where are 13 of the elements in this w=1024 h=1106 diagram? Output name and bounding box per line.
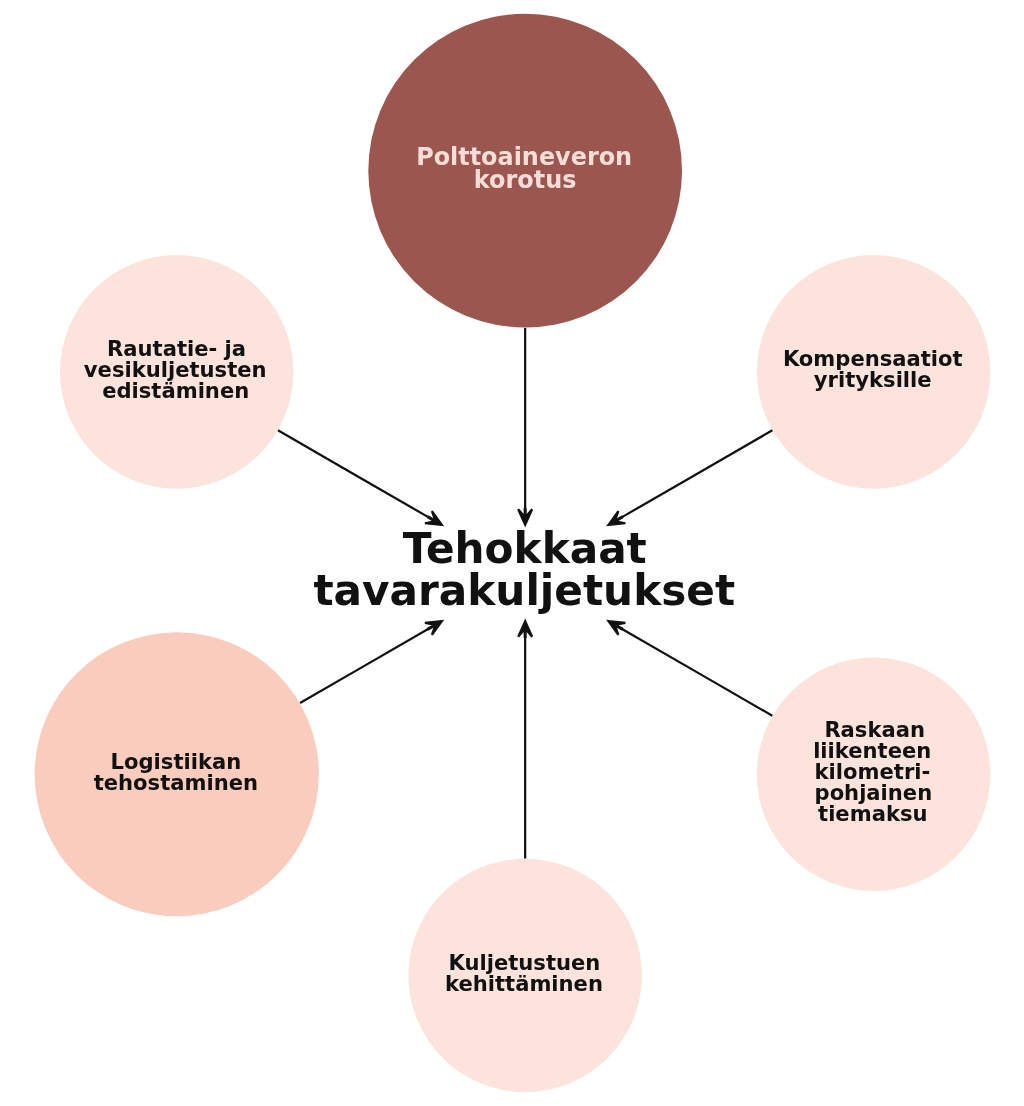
arrow (516, 328, 533, 526)
node-circle: Polttoaineveron korotus (367, 13, 682, 328)
node-circle: Kuljetustuen kehittäminen (407, 858, 642, 1093)
arrow (606, 620, 773, 717)
node-circle: Logistiikan tehostaminen (34, 632, 319, 917)
arrow (276, 429, 443, 527)
arrow (516, 620, 533, 859)
node-circle: Raskaan liikenteen kilometri- pohjainen tiemaksu (756, 657, 990, 891)
node-circle: Kompensaatiot yrityksille (756, 255, 990, 489)
arrow (298, 620, 443, 704)
node-text: Tehokkaat tavarakuljetukset (312, 524, 735, 616)
node-circle: Rautatie- ja vesikuljetusten edistäminen (59, 255, 293, 489)
arrow (606, 429, 773, 527)
